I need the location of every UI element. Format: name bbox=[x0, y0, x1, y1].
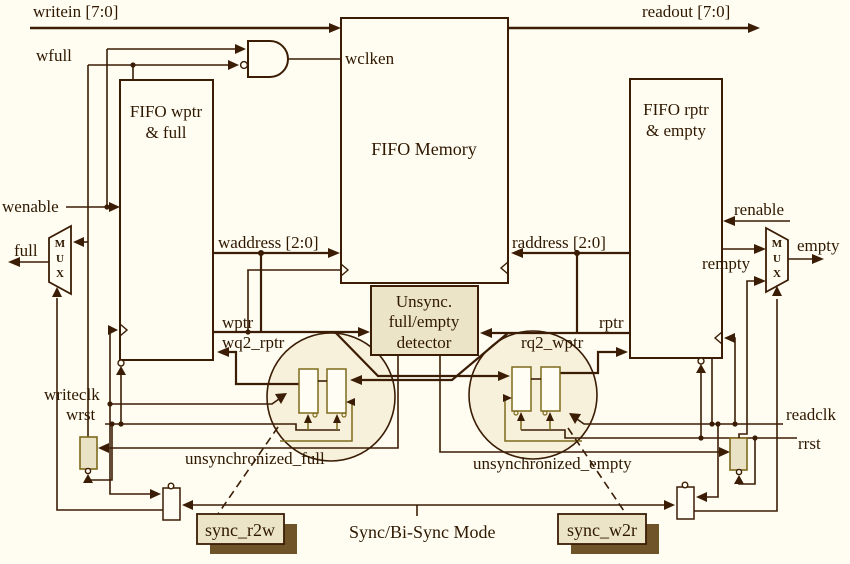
wenable-label: wenable bbox=[2, 197, 59, 216]
empty-mux-letter-u: U bbox=[773, 253, 781, 265]
rptr-label: rptr bbox=[599, 313, 624, 332]
fifo-wptr-block bbox=[117, 79, 214, 367]
detector-title-1: Unsync. bbox=[396, 292, 452, 311]
empty-sync-ff bbox=[729, 276, 766, 484]
rempty-label: rempty bbox=[702, 254, 751, 273]
wenable-wire bbox=[66, 202, 120, 212]
full-mux-letter-u: U bbox=[56, 253, 64, 265]
writeclk-wire bbox=[107, 393, 287, 407]
detector-title-2: full/empty bbox=[389, 312, 460, 331]
sync-mode-wire bbox=[182, 500, 675, 516]
readclk-branches bbox=[686, 333, 736, 503]
writein-bus bbox=[30, 23, 341, 33]
sync-r2w-label: sync_r2w bbox=[205, 520, 275, 540]
empty-mux-letter-m: M bbox=[772, 238, 783, 250]
unsync-full-wire bbox=[98, 355, 399, 453]
rptr-block-reset bbox=[696, 364, 706, 438]
rptr-bus bbox=[350, 328, 630, 385]
readout-bus bbox=[508, 23, 760, 33]
wptr-block-reset bbox=[116, 366, 126, 424]
unsync-detector-block bbox=[370, 285, 479, 356]
memory-block-title: FIFO Memory bbox=[371, 139, 477, 159]
sync-r2w-callout bbox=[217, 426, 279, 515]
writeclk-label: writeclk bbox=[44, 385, 100, 404]
rptr-block-title-2: & empty bbox=[646, 121, 706, 140]
wptr-label: wptr bbox=[222, 313, 254, 332]
readclk-label: readclk bbox=[786, 405, 837, 424]
sync-r2w-box bbox=[196, 513, 297, 554]
wptr-block-title-2: & full bbox=[145, 123, 186, 142]
mode-ff-left bbox=[56, 298, 181, 521]
wclken-label: wclken bbox=[345, 49, 395, 68]
wq2-rptr-label: wq2_rptr bbox=[222, 333, 285, 352]
sync-mode-label: Sync/Bi-Sync Mode bbox=[349, 522, 496, 542]
wptr-block-title-1: FIFO wptr bbox=[130, 102, 203, 121]
rq2-wptr-label: rq2_wptr bbox=[521, 333, 584, 352]
unsync-empty-wire bbox=[439, 355, 730, 457]
empty-mux bbox=[765, 226, 824, 296]
raddress-bus bbox=[511, 248, 630, 333]
unsync-full-label: unsynchronized_full bbox=[185, 449, 325, 468]
full-mux-letter-x: X bbox=[56, 268, 64, 280]
wq2-rptr-wire bbox=[217, 347, 299, 386]
raddress-label: raddress [2:0] bbox=[512, 233, 606, 252]
wfull-wire bbox=[73, 65, 89, 437]
mode-ff-right bbox=[676, 299, 778, 520]
wptr-bus bbox=[213, 327, 510, 381]
rq2-wptr-wire bbox=[560, 347, 628, 375]
sync-r2w-internals bbox=[280, 368, 355, 442]
full-mux-letter-m: M bbox=[55, 238, 66, 250]
unsync-empty-label: unsynchronized_empty bbox=[473, 454, 632, 473]
empty-mux-letter-x: X bbox=[773, 268, 781, 280]
wrst-label: wrst bbox=[66, 405, 96, 424]
writein-label: writein [7:0] bbox=[33, 2, 118, 21]
fifo-rptr-block bbox=[629, 78, 723, 365]
full-mux bbox=[8, 224, 72, 297]
memory-clock-wire bbox=[245, 269, 341, 335]
detector-title-3: detector bbox=[397, 333, 452, 352]
waddress-label: waddress [2:0] bbox=[218, 233, 319, 252]
sync-w2r-box bbox=[557, 513, 659, 554]
renable-wire bbox=[723, 216, 790, 226]
sync-w2r-internals bbox=[503, 366, 582, 442]
renable-label: renable bbox=[734, 200, 784, 219]
empty-label: empty bbox=[797, 236, 840, 255]
rrst-label: rrst bbox=[798, 434, 821, 453]
sync-w2r-circle bbox=[468, 330, 598, 460]
fifo-memory-block bbox=[340, 17, 509, 284]
sync-w2r-callout bbox=[567, 427, 629, 518]
rptr-block-title-1: FIFO rptr bbox=[643, 100, 709, 119]
wfull-label: wfull bbox=[36, 46, 72, 65]
readout-label: readout [7:0] bbox=[642, 2, 730, 21]
and-gate bbox=[88, 40, 341, 207]
full-sync-ff bbox=[79, 436, 98, 483]
full-label: full bbox=[14, 241, 38, 260]
sync-w2r-label: sync_w2r bbox=[567, 520, 637, 540]
rempty-wire bbox=[723, 244, 766, 254]
readclk-wire bbox=[569, 413, 783, 427]
waddress-bus bbox=[213, 248, 340, 332]
